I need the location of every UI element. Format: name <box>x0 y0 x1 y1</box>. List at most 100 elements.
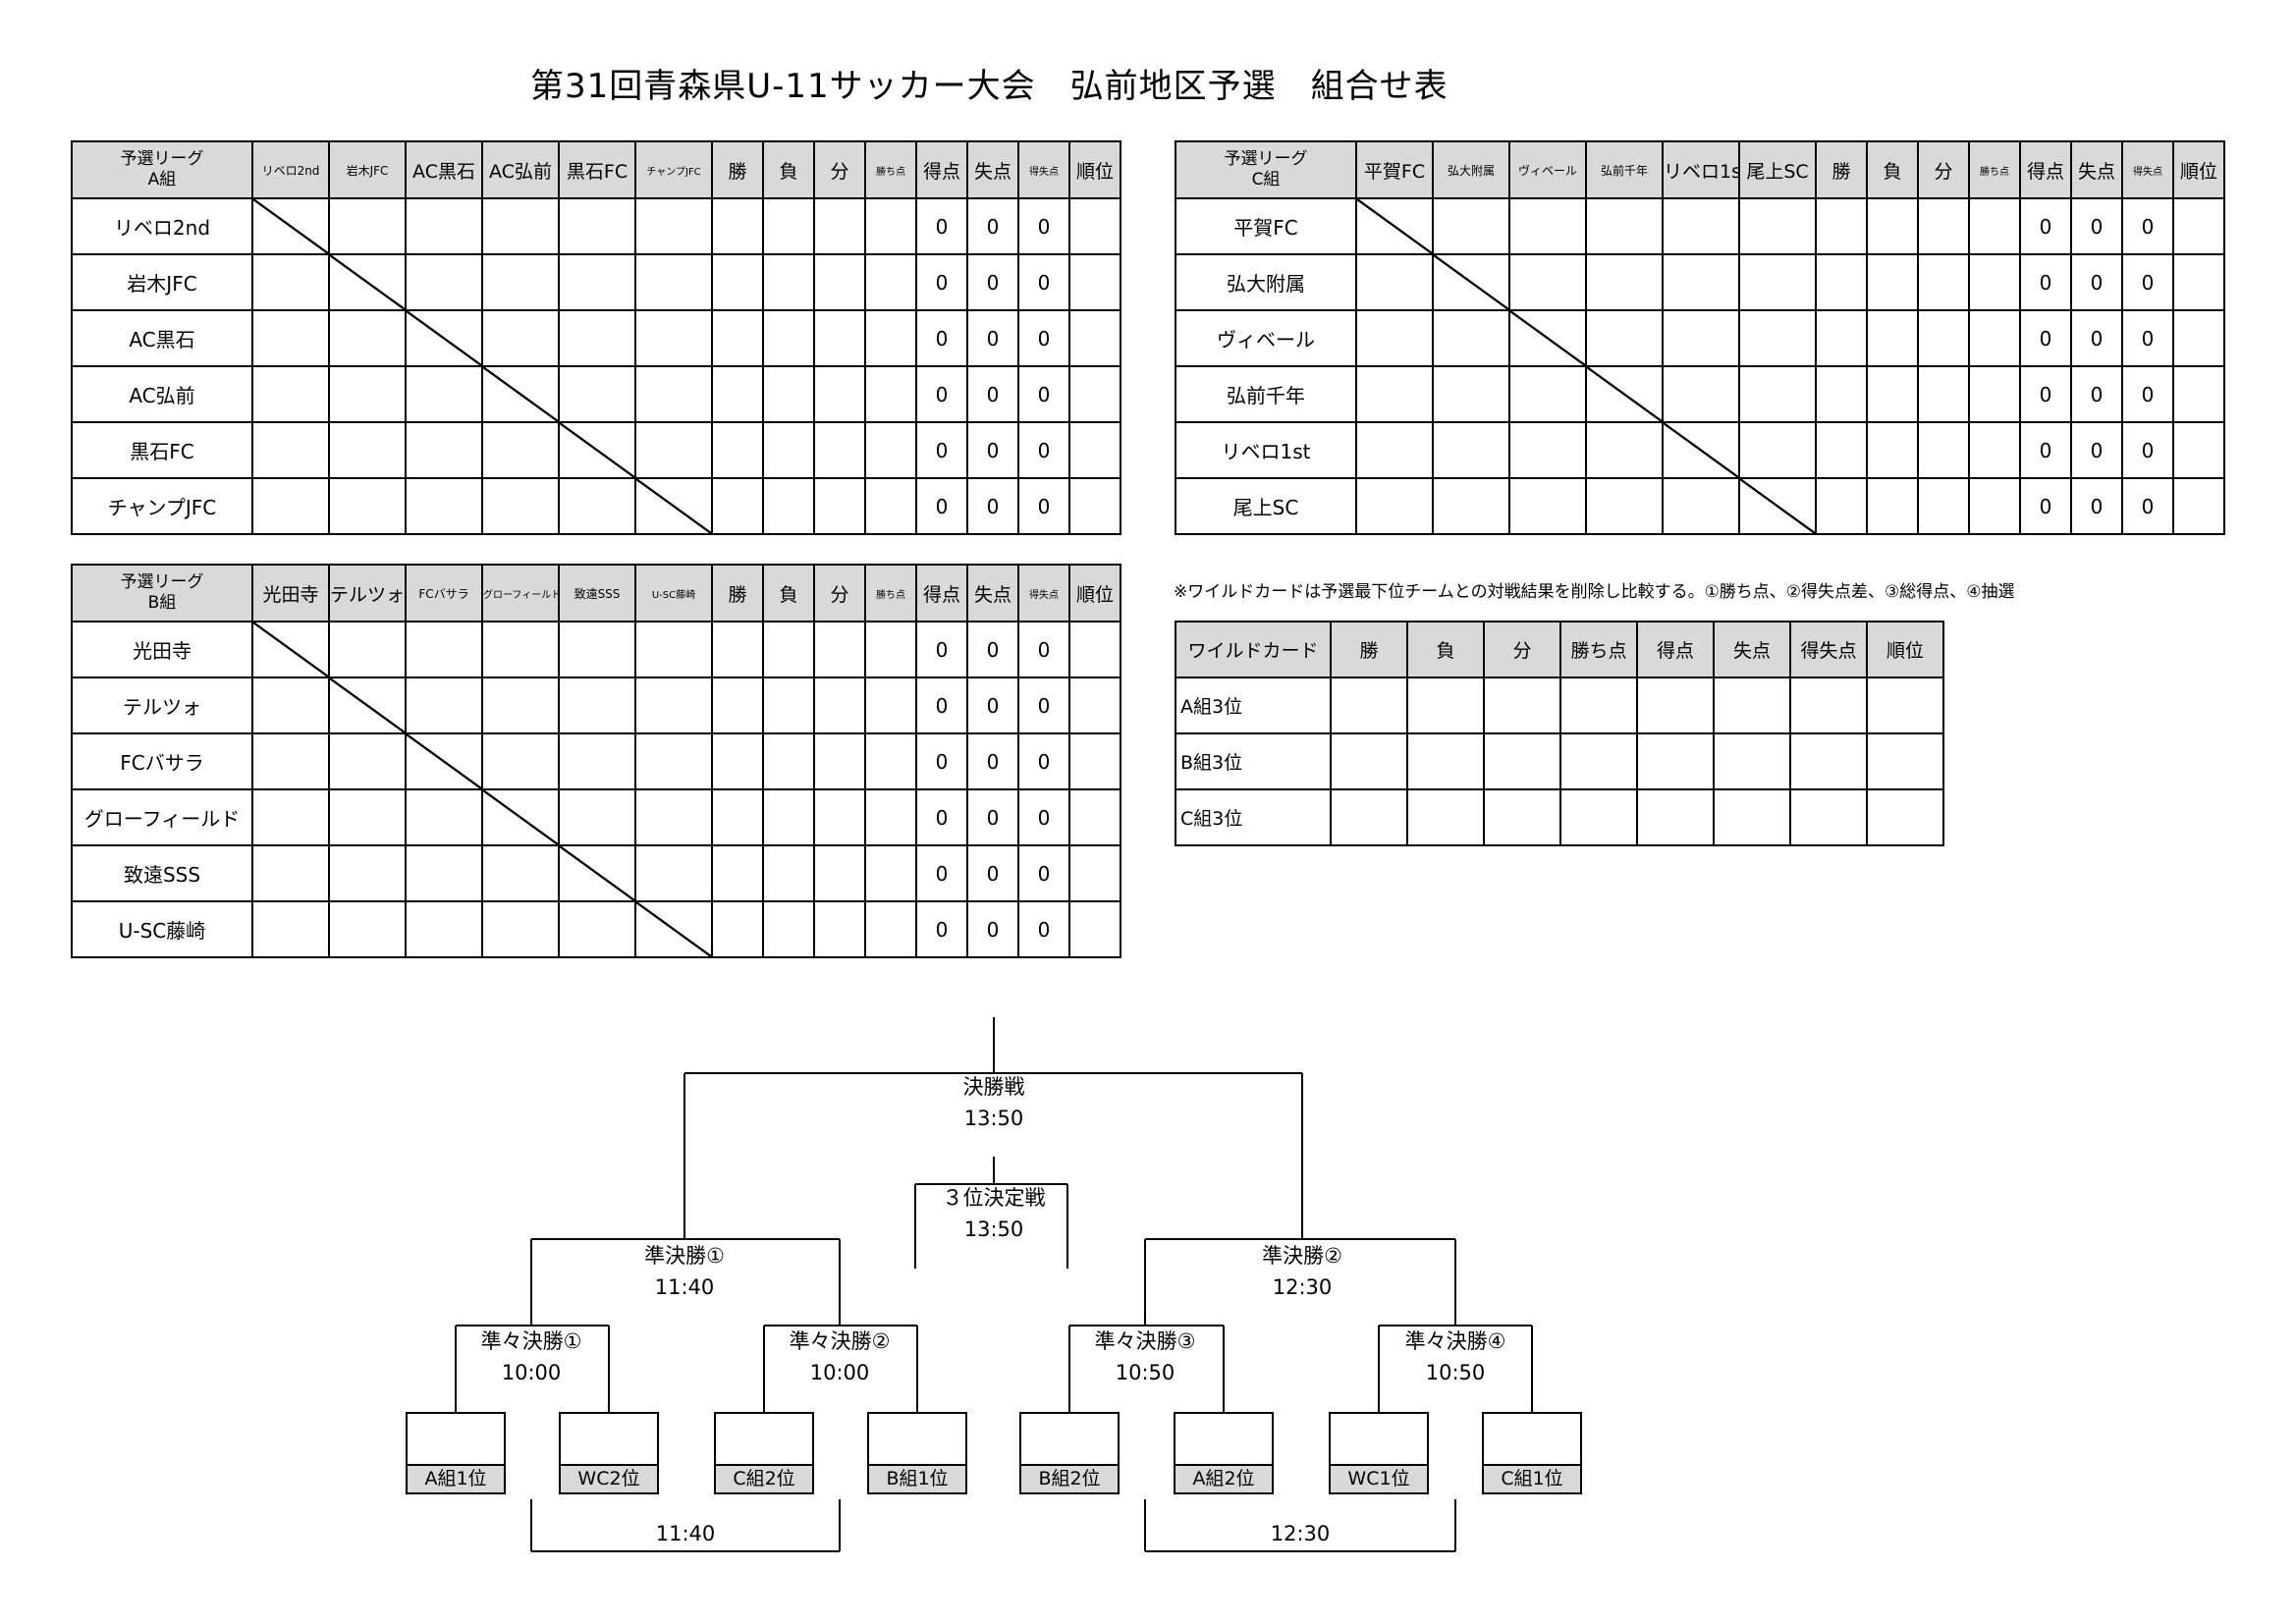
bracket-line <box>530 1499 532 1551</box>
stat-cell <box>762 365 815 423</box>
match-result-cell <box>634 621 713 678</box>
bracket-slot: WC2位 <box>559 1412 659 1494</box>
match-result-cell <box>1508 421 1587 479</box>
goals-against-cell: 0 <box>966 309 1019 367</box>
match-result-cell <box>405 677 483 734</box>
bracket-slot-label: C組1位 <box>1484 1464 1580 1492</box>
bracket-line <box>914 1184 916 1269</box>
match-result-cell <box>558 309 636 367</box>
stat-header-loss: 負 <box>1866 140 1919 199</box>
stat-cell <box>813 732 866 790</box>
bracket-line <box>531 1238 840 1240</box>
match-result-cell <box>481 421 560 479</box>
goals-against-cell: 0 <box>966 788 1019 846</box>
goals-against-cell: 0 <box>2070 197 2123 255</box>
goal-diff-cell: 0 <box>1017 844 1070 902</box>
goals-against-cell: 0 <box>966 844 1019 902</box>
match-result-cell <box>1738 253 1817 311</box>
stat-cell <box>1968 253 2021 311</box>
bracket-time-label: 11:40 <box>655 1522 716 1545</box>
match-result-cell <box>558 732 636 790</box>
stat-cell <box>813 309 866 367</box>
team-header: FCバサラ <box>405 564 483 623</box>
rank-cell <box>2172 309 2225 367</box>
wildcard-cell <box>1406 788 1485 846</box>
stat-cell <box>1815 477 1868 535</box>
rank-cell <box>1068 844 1121 902</box>
stat-cell <box>1968 421 2021 479</box>
rank-cell <box>1068 253 1121 311</box>
wildcard-header: 勝 <box>1330 621 1408 678</box>
stat-header-goals-for: 得点 <box>915 140 968 199</box>
wildcard-cell <box>1866 677 1944 734</box>
rank-cell <box>2172 421 2225 479</box>
match-result-cell <box>481 197 560 255</box>
stat-cell <box>762 621 815 678</box>
stat-header-loss: 負 <box>762 140 815 199</box>
stat-header-goals-for: 得点 <box>2019 140 2072 199</box>
match-result-cell <box>481 253 560 311</box>
stat-cell <box>711 621 764 678</box>
wildcard-cell <box>1636 732 1715 790</box>
match-result-cell <box>405 788 483 846</box>
goals-against-cell: 0 <box>2070 309 2123 367</box>
goals-for-cell: 0 <box>915 621 968 678</box>
stat-cell <box>711 197 764 255</box>
stat-cell <box>1968 365 2021 423</box>
bracket-line <box>1454 1239 1456 1326</box>
goals-for-cell: 0 <box>915 253 968 311</box>
self-match-cell <box>328 677 407 734</box>
goals-against-cell: 0 <box>966 197 1019 255</box>
match-result-cell <box>1508 365 1587 423</box>
match-result-cell <box>1355 421 1434 479</box>
bracket-slot: C組2位 <box>714 1412 814 1494</box>
self-match-cell <box>481 788 560 846</box>
stat-header-points: 勝ち点 <box>1968 140 2021 199</box>
match-result-cell <box>405 253 483 311</box>
stat-cell <box>711 309 764 367</box>
team-header: U-SC藤崎 <box>634 564 713 623</box>
rank-cell <box>1068 365 1121 423</box>
bracket-line <box>531 1550 840 1552</box>
team-name: 弘大附属 <box>1175 253 1357 311</box>
team-header: 光田寺 <box>251 564 330 623</box>
rank-cell <box>1068 900 1121 958</box>
team-header: テルツォ <box>328 564 407 623</box>
stat-cell <box>864 365 917 423</box>
stat-cell <box>711 732 764 790</box>
team-name: 尾上SC <box>1175 477 1357 535</box>
goals-for-cell: 0 <box>2019 421 2072 479</box>
match-result-cell <box>1355 309 1434 367</box>
bracket-slot: B組2位 <box>1019 1412 1120 1494</box>
wildcard-cell <box>1559 732 1638 790</box>
goals-for-cell: 0 <box>915 844 968 902</box>
wildcard-row-label: C組3位 <box>1175 788 1332 846</box>
team-name: 黒石FC <box>71 421 253 479</box>
match-result-cell <box>634 677 713 734</box>
goals-against-cell: 0 <box>966 421 1019 479</box>
bracket-line <box>684 1072 1302 1074</box>
stat-header-goals-against: 失点 <box>2070 140 2123 199</box>
rank-cell <box>1068 677 1121 734</box>
bracket-line <box>1454 1499 1456 1551</box>
bracket-line <box>608 1326 610 1412</box>
match-result-cell <box>1585 309 1664 367</box>
match-result-cell <box>328 477 407 535</box>
wildcard-row: B組3位 <box>1175 732 1944 790</box>
bracket-slot-label: WC1位 <box>1331 1464 1427 1492</box>
stat-cell <box>711 788 764 846</box>
stat-cell <box>813 900 866 958</box>
match-result-cell <box>634 844 713 902</box>
goals-for-cell: 0 <box>915 477 968 535</box>
wildcard-cell <box>1330 732 1408 790</box>
stat-cell <box>1815 197 1868 255</box>
team-name: ヴィベール <box>1175 309 1357 367</box>
